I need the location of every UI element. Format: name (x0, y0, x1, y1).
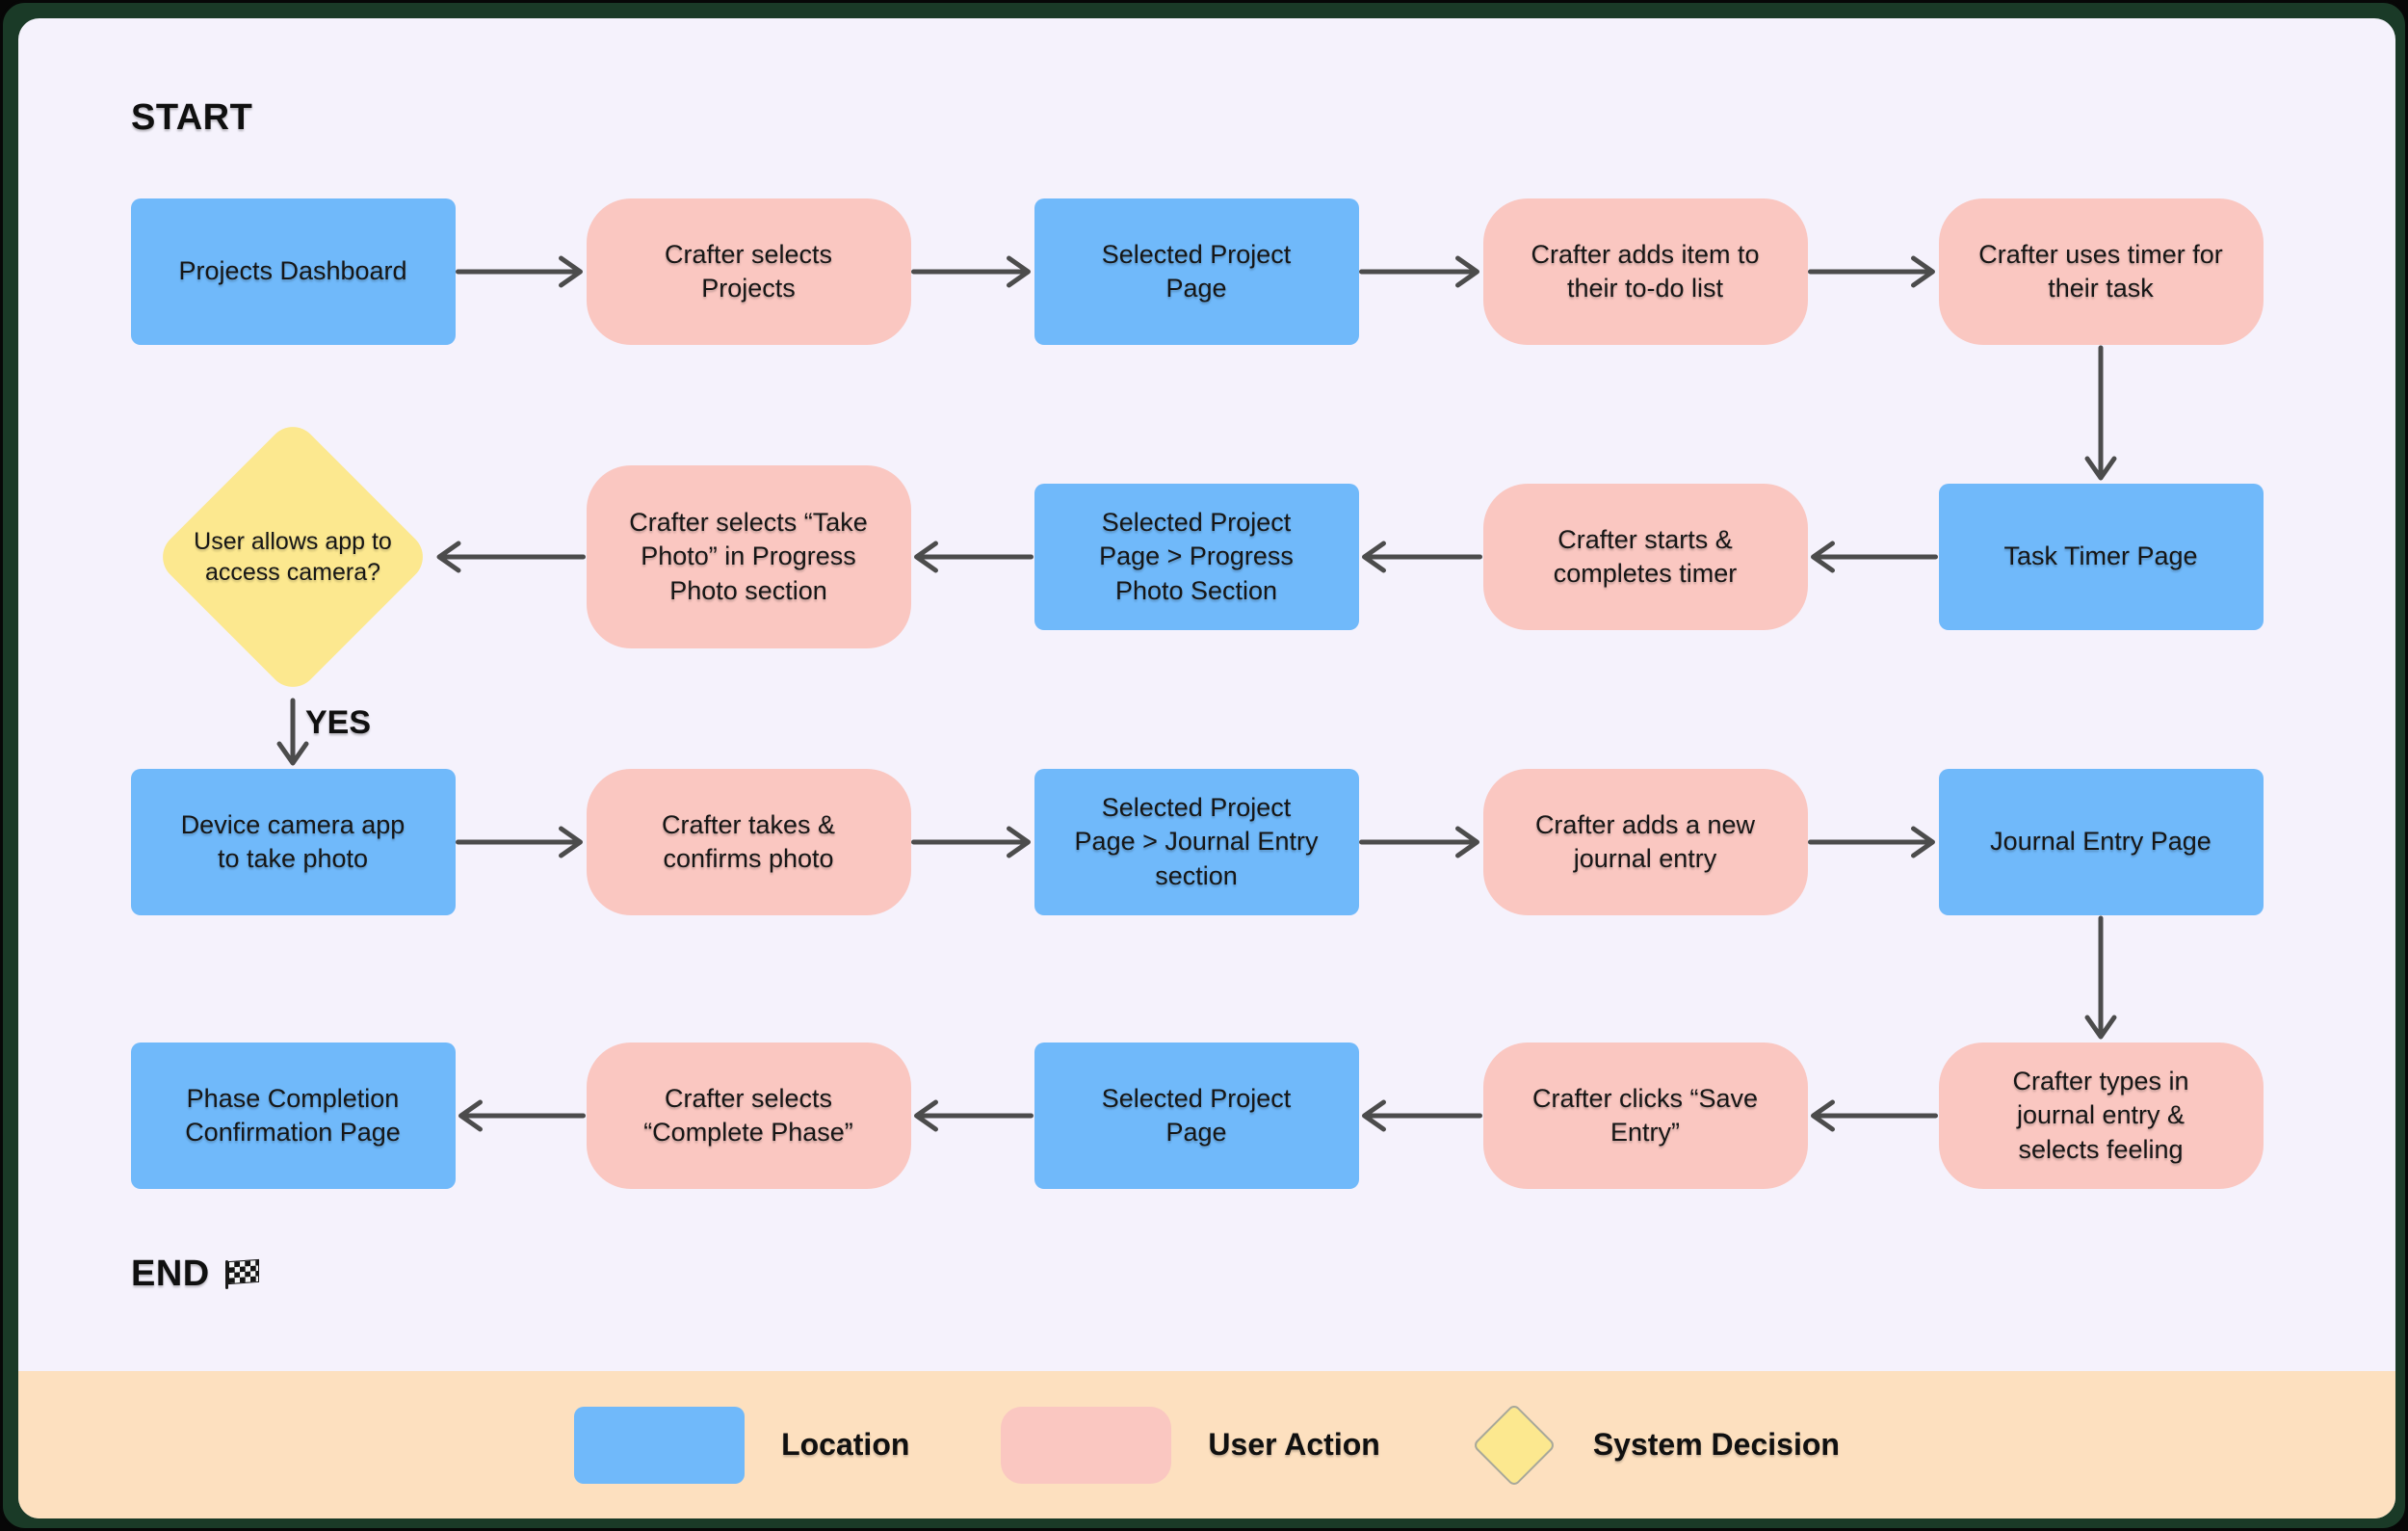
node-label: Crafter adds a new journal entry (1534, 809, 1756, 873)
flow-arrow (911, 826, 1031, 858)
flow-arrow (436, 541, 586, 573)
flow-arrow (1808, 255, 1935, 288)
node-crafter-uses-timer: Crafter uses timer for their task (1938, 198, 2264, 345)
end-label-text: END (131, 1254, 210, 1294)
node-crafter-takes-confirms-photo: Crafter takes & confirms photo (586, 769, 911, 915)
node-label: Phase Completion Confirmation Page (185, 1083, 401, 1147)
node-projects-dashboard: Projects Dashboard (130, 198, 456, 345)
node-label: Journal Entry Page (1990, 827, 2212, 857)
node-label: Device camera app to take photo (180, 809, 406, 873)
node-task-timer-page: Task Timer Page (1938, 484, 2264, 630)
flow-arrow (1362, 541, 1482, 573)
flow-arrow (1811, 541, 1938, 573)
flow-arrow (456, 826, 583, 858)
node-phase-completion-confirmation-page: Phase Completion Confirmation Page (130, 1043, 456, 1189)
flow-arrow (2084, 915, 2117, 1040)
node-label: Projects Dashboard (178, 256, 407, 286)
node-label: Task Timer Page (2003, 541, 2198, 571)
node-camera-access-decision: User allows app to access camera? (152, 416, 433, 698)
node-label: Crafter starts & completes timer (1553, 524, 1738, 588)
flow-arrow (1362, 1099, 1482, 1132)
checkered-flag-icon (224, 1258, 260, 1289)
legend-label-user-action: User Action (1208, 1427, 1380, 1462)
flow-arrow (914, 541, 1034, 573)
location-swatch (574, 1406, 746, 1484)
start-label: START (131, 97, 253, 138)
legend-item-location: Location (574, 1406, 910, 1484)
node-device-camera-app: Device camera app to take photo (130, 769, 456, 915)
node-label: Crafter selects “Take Photo” in Progress… (629, 508, 868, 605)
node-label: Crafter selects “Complete Phase” (643, 1083, 853, 1147)
system-decision-swatch (1471, 1402, 1557, 1488)
node-label: Crafter clicks “Save Entry” (1531, 1083, 1759, 1147)
user-action-swatch (1001, 1406, 1172, 1484)
node-label: Selected Project Page > Progress Photo S… (1099, 508, 1294, 605)
legend-label-location: Location (781, 1427, 910, 1462)
node-label: Crafter adds item to their to-do list (1531, 239, 1760, 303)
flow-arrow (914, 1099, 1034, 1132)
node-label: Crafter takes & confirms photo (661, 809, 836, 873)
legend-item-user-action: User Action (1001, 1406, 1380, 1484)
node-label: Crafter types in journal entry & selects… (2012, 1067, 2189, 1164)
node-label: Selected Project Page > Journal Entry se… (1074, 793, 1319, 890)
legend-label-system-decision: System Decision (1592, 1427, 1840, 1462)
legend: Location User Action System Decision (18, 1371, 2395, 1518)
flow-arrow (1808, 826, 1935, 858)
node-crafter-selects-projects: Crafter selects Projects (586, 198, 911, 345)
node-label: Crafter uses timer for their task (1978, 239, 2223, 303)
node-label: Selected Project Page (1101, 1083, 1292, 1147)
legend-item-system-decision: System Decision (1471, 1402, 1840, 1488)
node-label: Crafter selects Projects (664, 239, 833, 303)
node-crafter-types-journal-entry: Crafter types in journal entry & selects… (1938, 1043, 2264, 1189)
node-label: User allows app to access camera? (194, 527, 392, 587)
node-crafter-clicks-save-entry: Crafter clicks “Save Entry” (1482, 1043, 1808, 1189)
node-selected-project-page-2: Selected Project Page (1034, 1043, 1359, 1189)
node-spp-progress-photo-section: Selected Project Page > Progress Photo S… (1034, 484, 1359, 630)
flow-arrow (276, 698, 309, 766)
flag-pole (224, 1259, 228, 1289)
node-crafter-selects-take-photo: Crafter selects “Take Photo” in Progress… (586, 465, 911, 648)
yes-branch-label: YES (305, 704, 372, 741)
flow-arrow (1359, 255, 1479, 288)
node-spp-journal-entry-section: Selected Project Page > Journal Entry se… (1034, 769, 1359, 915)
node-crafter-adds-todo-item: Crafter adds item to their to-do list (1482, 198, 1808, 345)
node-journal-entry-page: Journal Entry Page (1938, 769, 2264, 915)
flow-arrow (1359, 826, 1479, 858)
node-crafter-adds-journal-entry: Crafter adds a new journal entry (1482, 769, 1808, 915)
flow-arrow (458, 1099, 586, 1132)
flow-arrow (1811, 1099, 1938, 1132)
node-crafter-starts-completes-timer: Crafter starts & completes timer (1482, 484, 1808, 630)
diamond-icon (1471, 1402, 1557, 1488)
flow-arrow (456, 255, 583, 288)
end-label: END (131, 1254, 260, 1295)
flag-cloth (227, 1258, 259, 1284)
flow-arrow (911, 255, 1031, 288)
node-label: Selected Project Page (1101, 239, 1292, 303)
node-crafter-selects-complete-phase: Crafter selects “Complete Phase” (586, 1043, 911, 1189)
node-selected-project-page-1: Selected Project Page (1034, 198, 1359, 345)
flow-arrow (2084, 345, 2117, 481)
